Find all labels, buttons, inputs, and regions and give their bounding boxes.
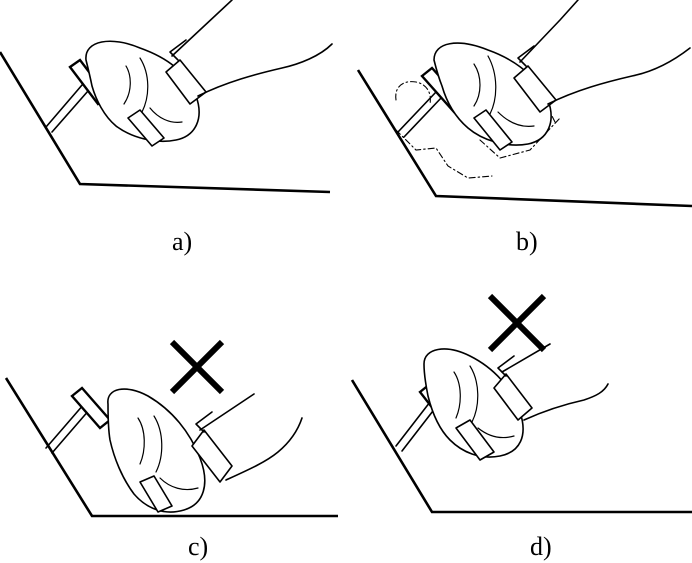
caption-a: a)	[172, 227, 192, 256]
hand-c	[107, 388, 206, 513]
hand-b	[433, 42, 552, 146]
caption-b: b)	[516, 227, 538, 256]
wrong-cross-mark-c	[169, 339, 225, 395]
tool-shaft-c	[45, 403, 91, 454]
sleeve-c	[199, 393, 303, 481]
thumb-a	[127, 109, 165, 147]
sleeve-cuff-edge-c	[195, 411, 213, 433]
sleeve-d	[501, 343, 609, 421]
finger-lines-d	[453, 365, 515, 439]
thumb-c	[139, 475, 173, 513]
sleeve-a	[171, 0, 333, 97]
panel-d: d)	[350, 293, 692, 561]
panel-a: a)	[0, 0, 333, 256]
tool-head-c	[70, 386, 112, 430]
sleeve-b	[519, 0, 691, 105]
sleeve-cuff-edge-d	[497, 355, 515, 377]
finger-lines-a	[123, 57, 183, 123]
wall-corner-a	[0, 51, 331, 194]
cuff-c	[191, 429, 233, 483]
wall-corner-d	[350, 379, 692, 514]
thumb-d	[455, 419, 495, 461]
thumb-b	[473, 109, 513, 151]
finger-lines-b	[473, 55, 535, 127]
sleeve-cuff-edge-b	[517, 45, 535, 67]
tool-shaft-a	[45, 84, 89, 133]
hand-a	[85, 40, 200, 143]
wall-corner-b	[356, 69, 692, 208]
wrong-cross-mark-d	[487, 293, 547, 353]
sleeve-cuff-edge-a	[169, 39, 187, 61]
wall-corner-c	[4, 377, 338, 518]
panel-c: c)	[4, 339, 338, 561]
caption-d: d)	[530, 532, 552, 561]
panel-b: b)	[356, 0, 692, 256]
tool-shaft-b	[397, 91, 443, 138]
finger-lines-c	[137, 415, 199, 491]
caption-c: c)	[188, 532, 208, 561]
cuff-d	[493, 373, 533, 421]
hand-d	[423, 348, 524, 458]
tool-shaft-d	[395, 401, 437, 452]
